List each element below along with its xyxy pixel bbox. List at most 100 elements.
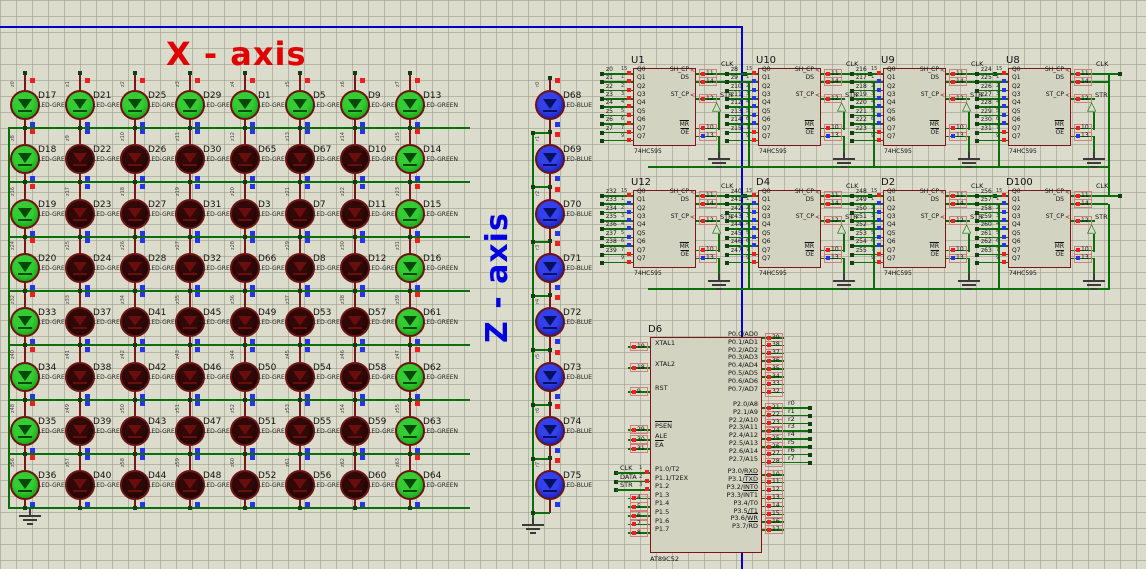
pin-state-indicator	[627, 129, 631, 134]
pin-state-indicator-bottom	[360, 502, 365, 507]
led-d33[interactable]	[10, 307, 40, 337]
chip-body-u12[interactable]	[633, 190, 696, 268]
chip-body-d100[interactable]	[1008, 190, 1071, 268]
led-d26[interactable]	[120, 144, 150, 174]
led-triangle-icon	[543, 479, 557, 489]
chip-part-label: 74HC595	[884, 148, 912, 155]
led-d68[interactable]	[535, 90, 565, 120]
chip-body-d4[interactable]	[758, 190, 821, 268]
mcu-body-d6[interactable]	[650, 337, 762, 553]
led-cathode-bar-icon	[183, 327, 197, 329]
led-anode-wire	[409, 73, 411, 90]
mcu-pin-label: P2.5/A13	[728, 439, 758, 447]
net-tag-label: z5	[285, 81, 291, 87]
z-branch-wire	[533, 349, 550, 351]
mcu-pin-label: P3.6/WR	[730, 514, 758, 523]
chip-output-net-label: z43	[731, 213, 742, 220]
led-type-label: LED-BLUE	[563, 211, 593, 218]
chip-body-u1[interactable]	[633, 68, 696, 146]
pin-state-indicator-top	[85, 347, 90, 352]
chip-pin-label: Q5	[637, 229, 646, 237]
chip-output-wire	[852, 228, 883, 230]
led-cathode-bar-icon	[293, 436, 307, 438]
pin-state-indicator-top	[85, 78, 90, 83]
chip-body-u9[interactable]	[883, 68, 946, 146]
mcu-pin-label: P2.4/A12	[728, 431, 758, 440]
chip-pin-number: 4	[996, 221, 1000, 228]
led-cathode-wire	[299, 335, 301, 345]
chip-pin-label: Q0	[1012, 188, 1021, 195]
chip-pin-label: Q4	[887, 99, 896, 107]
chip-output-net-label: z12	[731, 99, 742, 107]
chip-body-d2[interactable]	[883, 190, 946, 268]
chip-output-wire	[602, 73, 633, 75]
pin-state-indicator	[627, 96, 631, 100]
led-d8[interactable]	[285, 253, 315, 283]
chip-pin-number: 5	[871, 229, 875, 236]
led-anode-wire	[409, 128, 411, 144]
mcu-pin-label: P3.1/TXD	[728, 474, 758, 483]
led-cathode-wire	[79, 498, 81, 508]
chip-pin-label: ST_CP	[1045, 91, 1064, 98]
pin-state-indicator-top	[305, 292, 310, 297]
chip-output-wire	[727, 131, 758, 133]
led-cathode-wire	[244, 444, 246, 454]
chip-pin-number: 3	[621, 91, 625, 97]
gnd-wire	[1093, 258, 1095, 274]
mcu-net-wire	[784, 461, 810, 464]
chip-pin-number: 4	[871, 99, 875, 106]
led-anode-wire	[24, 237, 26, 253]
led-anode-wire	[549, 187, 551, 199]
wire-junction-node	[531, 348, 535, 352]
mcu-pin-wire	[762, 430, 784, 432]
led-d52[interactable]	[230, 470, 260, 500]
led-d19[interactable]	[10, 199, 40, 229]
led-d3[interactable]	[230, 199, 260, 229]
chip-body-u8[interactable]	[1008, 68, 1071, 146]
net-tag-label: z4	[230, 81, 236, 87]
led-anode-wire	[549, 404, 551, 416]
chip-control-wire	[946, 127, 970, 129]
led-d38[interactable]	[65, 362, 95, 392]
led-anode-wire	[549, 241, 551, 253]
pin-number-box: 12	[699, 94, 717, 103]
led-cathode-bar-icon	[403, 219, 417, 221]
led-d21[interactable]	[65, 90, 95, 120]
led-ref-label: D9	[368, 91, 381, 101]
led-anode-wire	[189, 182, 191, 199]
chip-control-wire	[1071, 135, 1095, 138]
led-triangle-icon	[293, 153, 307, 163]
chip-output-wire	[602, 253, 633, 255]
led-d49[interactable]	[230, 307, 260, 337]
led-d46[interactable]	[175, 362, 205, 392]
led-cathode-bar-icon	[238, 436, 252, 438]
z-bus-ground-symbol	[522, 518, 544, 535]
wire-junction-node	[23, 71, 27, 75]
chip-pin-label: Q3	[1012, 91, 1021, 98]
led-anode-wire	[354, 345, 356, 362]
led-d74[interactable]	[535, 416, 565, 446]
chip-pin-label: MR	[929, 242, 939, 250]
led-d11[interactable]	[340, 199, 370, 229]
led-ref-label: D54	[313, 363, 332, 373]
led-cathode-wire	[134, 444, 136, 454]
led-triangle-icon	[73, 479, 87, 489]
wire-junction-node	[298, 235, 302, 239]
wire-junction-node	[133, 126, 137, 130]
led-d22[interactable]	[65, 144, 95, 174]
pin-state-indicator-top	[360, 238, 365, 243]
chip-pin-label: Q2	[637, 82, 646, 90]
led-d14[interactable]	[395, 144, 425, 174]
chip-pin-label: Q0	[1012, 66, 1021, 73]
wire-junction-node	[23, 180, 27, 184]
led-cathode-wire	[189, 118, 191, 128]
pin-number-box: 32	[765, 387, 783, 397]
led-anode-wire	[354, 400, 356, 416]
chip-pin-label: ST_CP	[795, 213, 814, 220]
led-d7[interactable]	[285, 199, 315, 229]
chip-body-u10[interactable]	[758, 68, 821, 146]
chip-pin-label: SH_CP	[919, 188, 939, 195]
pin-state-indicator-bottom	[250, 448, 255, 453]
net-tag-label: z12	[230, 132, 236, 141]
led-ref-label: D43	[148, 417, 167, 427]
